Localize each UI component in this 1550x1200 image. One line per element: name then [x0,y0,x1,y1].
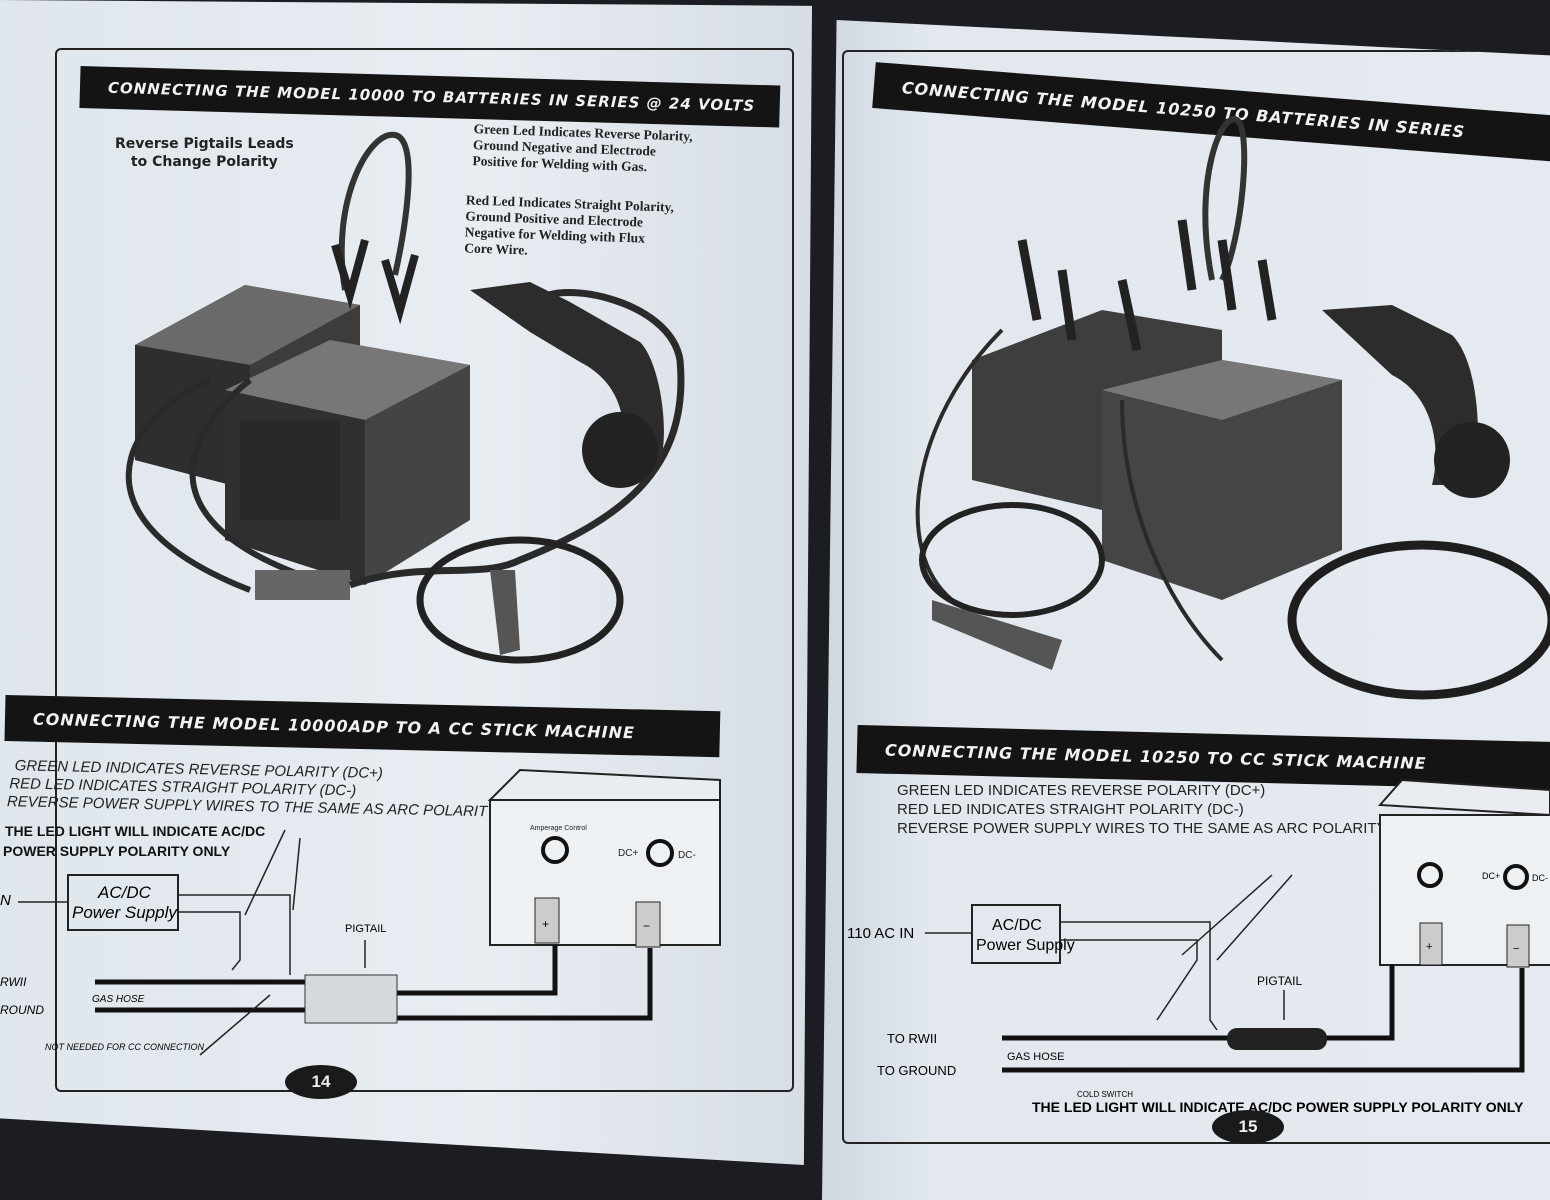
lead-wires [125,377,331,593]
negative-terminal [635,901,661,948]
plus-sign: + [542,917,549,931]
to-rwii-label: RWII [0,975,27,989]
ground-cable-coil [919,502,1105,618]
pigtail-label: PIGTAIL [1257,974,1302,988]
cables [95,945,653,1021]
dc-plus-label: DC+ [618,848,638,859]
stick-machine: DC+ DC- + − [1377,778,1550,968]
positive-terminal [534,897,560,944]
gun-cable-coil [1287,540,1550,700]
minus-sign: − [1513,943,1519,955]
led-note: THE LED LIGHT WILL INDICATE AC/DC POWER … [1032,1099,1524,1115]
battery-clamps [1017,219,1277,351]
amperage-knob [541,836,569,864]
pigtail-note: Reverse Pigtails Leads to Change Polarit… [115,136,294,170]
input-label: N [0,892,11,909]
diagram-note: GREEN LED INDICATES REVERSE POLARITY (DC… [897,782,1265,799]
supply-wires [18,894,291,975]
power-supply-label: AC/DC [97,883,152,902]
power-supply-box [971,904,1061,964]
battery-front [225,340,470,585]
diagram-note: RED LED INDICATES STRAIGHT POLARITY (DC-… [897,801,1244,818]
lead-wires [915,328,1224,662]
led-note: POWER SUPPLY POLARITY ONLY [3,843,231,859]
pointer-arrows [1181,874,1293,961]
ground-clamp [932,600,1062,670]
cables [1002,965,1525,1073]
gun-spool [1434,422,1510,498]
pigtail-connector [1227,1028,1327,1050]
supply-wires [925,921,1218,1031]
ground-clamp [490,570,520,655]
welding-gun [1322,305,1478,485]
page-number: 15 [1212,1110,1284,1144]
gas-hose-label: GAS HOSE [92,994,145,1005]
pigtail-connector [304,974,398,1024]
diagram-note: REVERSE POWER SUPPLY WIRES TO THE SAME A… [897,820,1387,837]
dc-minus-label: DC- [1532,873,1548,883]
minus-sign: − [643,919,650,933]
battery-welder-photo [125,131,685,664]
negative-terminal [1506,924,1530,968]
pigtail-label: PIGTAIL [345,923,386,935]
input-label: 110 AC IN [847,925,914,942]
not-needed-arrow [199,994,271,1056]
amperage-control-label: Amperage Control [530,825,587,832]
led-note: THE LED LIGHT WILL INDICATE AC/DC [5,823,265,839]
not-needed-label: NOT NEEDED FOR CC CONNECTION [45,1042,205,1052]
battery-welder-photo [915,116,1550,700]
gun-spool [582,412,658,488]
battery-front [1102,360,1342,600]
plus-sign: + [1426,941,1432,953]
power-supply-label: AC/DC [992,917,1042,934]
stick-machine: Amperage Control DC+ DC- + − [487,768,721,948]
page-number: 14 [285,1065,357,1099]
pointer-arrows [244,829,301,916]
page-frame [55,48,794,1092]
manual-page-14: CONNECTING THE MODEL 10000 TO BATTERIES … [0,0,812,1165]
pigtail-cable [1202,116,1248,282]
amperage-knob [1417,862,1443,888]
cc-stick-wiring-diagram: GREEN LED INDICATES REVERSE POLARITY (DC… [847,778,1550,1115]
to-ground-label: ROUND [0,1003,44,1017]
to-ground-label: TO GROUND [877,1063,956,1078]
dc-minus-label: DC- [678,850,696,861]
positive-terminal [1419,922,1443,966]
gun-cable [348,289,685,589]
to-rwii-label: TO RWII [887,1031,937,1046]
cold-switch-label: COLD SWITCH [1077,1090,1133,1099]
battery-clamps [331,238,419,325]
ground-cable-coil [416,536,624,664]
polarity-switch [646,839,674,867]
dc-plus-label: DC+ [1482,871,1500,881]
connector [255,570,350,600]
power-supply-label: Power Supply [976,937,1075,954]
polarity-switch [1503,864,1529,890]
page-frame [842,50,1550,1144]
power-supply-label: Power Supply [72,903,178,922]
cc-stick-wiring-diagram: GREEN LED INDICATES REVERSE POLARITY (DC… [0,757,721,1056]
manual-page-15: CONNECTING THE MODEL 10250 TO BATTERIES … [822,20,1550,1200]
gas-hose-label: GAS HOSE [1007,1051,1064,1063]
pigtail-cable [338,131,412,291]
